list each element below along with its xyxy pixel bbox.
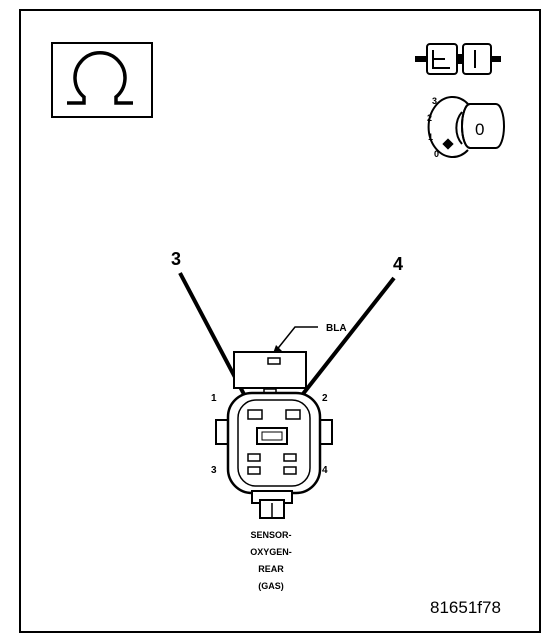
cavity-number-1: 1: [211, 393, 217, 404]
cavity-number-3: 3: [211, 465, 217, 476]
cavity-1: [247, 409, 263, 420]
dial-mark-0: 0: [434, 149, 439, 159]
connector-body: [215, 351, 333, 519]
cavity-2: [285, 409, 301, 420]
component-name-line-4: (GAS): [258, 581, 284, 591]
figure-frame: [19, 9, 541, 633]
dial-mark-2: 2: [427, 113, 432, 123]
position-dial-icon: 3 2 1 0 0: [427, 96, 505, 159]
ohm-symbol-icon: [51, 42, 153, 118]
cavity-4: [283, 466, 297, 475]
callout-3: 3: [171, 249, 181, 269]
dial-mark-1: 1: [428, 132, 433, 142]
dial-mark-3: 3: [432, 96, 437, 106]
component-name-line-1: SENSOR-: [250, 530, 291, 540]
component-name-line-3: REAR: [258, 564, 284, 574]
figure-id: 81651f78: [430, 598, 501, 617]
dial-face-label: 0: [475, 120, 484, 139]
callout-4: 4: [393, 254, 403, 274]
cavity-3: [247, 466, 261, 475]
cavity-number-4: 4: [322, 465, 328, 476]
component-name-line-2: OXYGEN-: [250, 547, 292, 557]
connector-color-label: BLA: [326, 323, 347, 334]
connector-plug-icon: [415, 43, 501, 75]
cavity-number-2: 2: [322, 393, 328, 404]
component-name: SENSOR- OXYGEN- REAR (GAS): [250, 530, 292, 591]
